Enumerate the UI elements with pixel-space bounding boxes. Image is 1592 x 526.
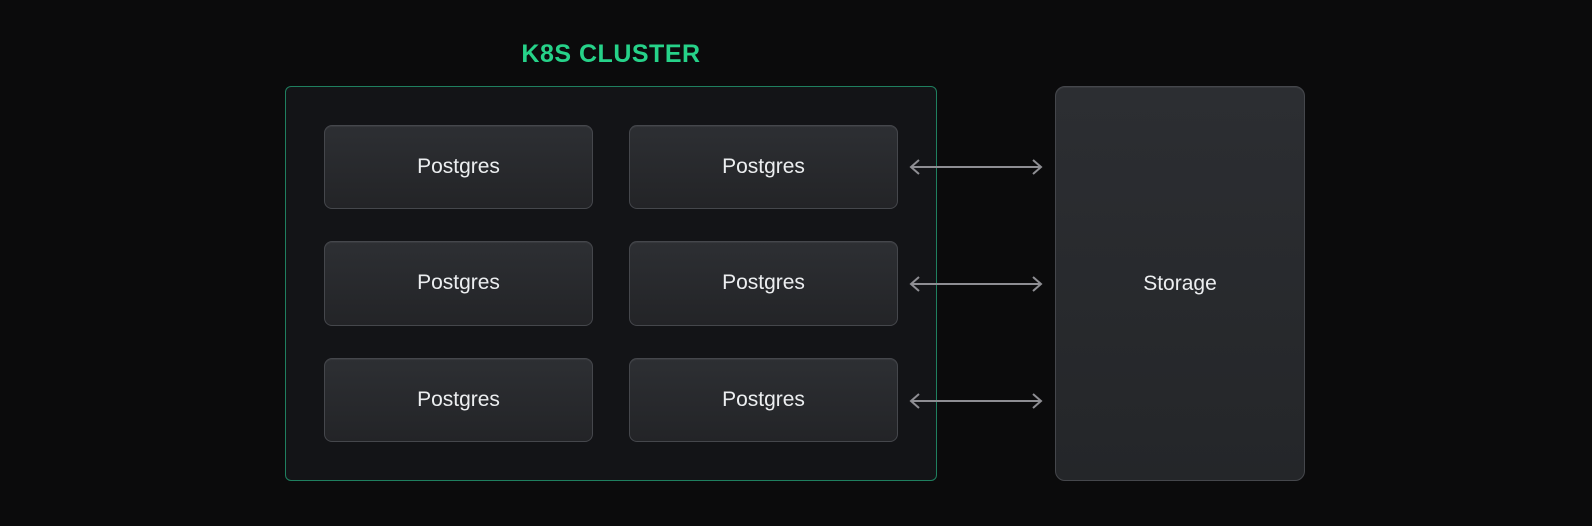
storage-node-label: Storage — [1143, 271, 1217, 295]
postgres-node: Postgres — [629, 241, 898, 326]
bidirectional-arrow-icon — [906, 272, 1046, 296]
postgres-node-label: Postgres — [722, 271, 805, 295]
postgres-node: Postgres — [324, 357, 593, 442]
postgres-node: Postgres — [324, 125, 593, 210]
postgres-node: Postgres — [629, 357, 898, 442]
k8s-cluster-container: Postgres Postgres Postgres Postgres Post… — [285, 86, 937, 481]
bidirectional-arrow-icon — [906, 155, 1046, 179]
postgres-node-label: Postgres — [417, 387, 500, 411]
postgres-node-label: Postgres — [417, 155, 500, 179]
postgres-node: Postgres — [324, 241, 593, 326]
bidirectional-arrow-icon — [906, 389, 1046, 413]
postgres-node-label: Postgres — [417, 271, 500, 295]
postgres-node: Postgres — [629, 125, 898, 210]
cluster-title: K8S CLUSTER — [521, 40, 701, 68]
postgres-node-label: Postgres — [722, 387, 805, 411]
storage-node: Storage — [1055, 86, 1305, 481]
postgres-node-label: Postgres — [722, 155, 805, 179]
